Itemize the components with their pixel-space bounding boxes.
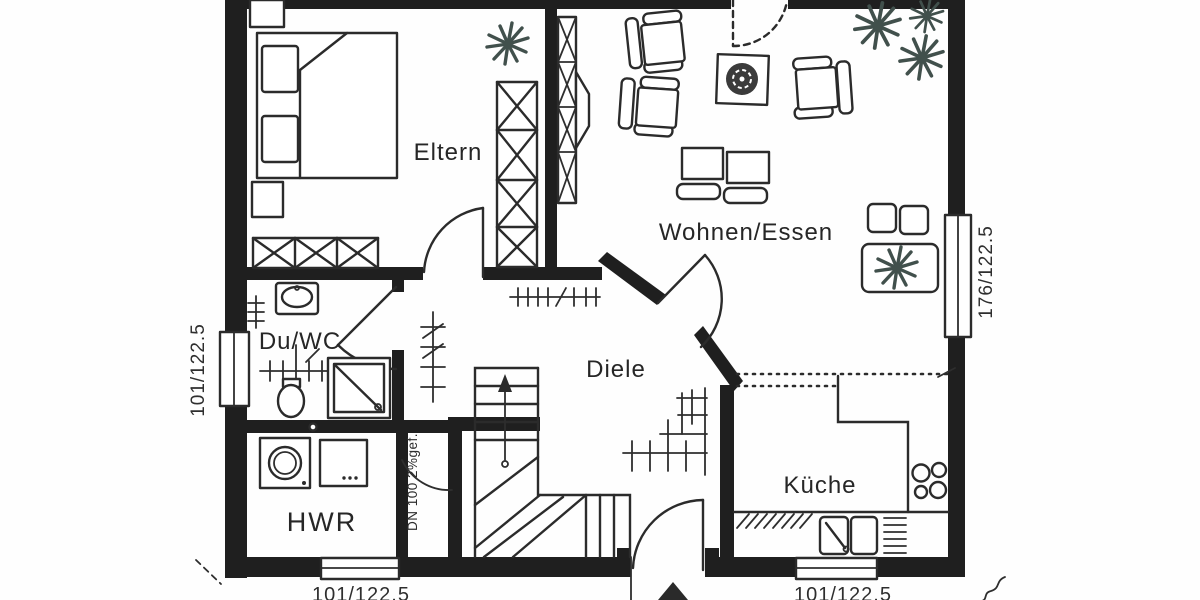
north-marker <box>658 582 688 600</box>
cooktop <box>911 461 948 500</box>
door-eltern <box>422 206 485 279</box>
furniture-hwr <box>258 436 369 490</box>
door-entrance <box>631 498 705 572</box>
sink <box>274 281 320 316</box>
break-squiggle <box>981 576 1006 600</box>
dimension-bottom-left-window: 101/122.5 <box>312 584 410 600</box>
window-right <box>943 213 973 339</box>
window-left <box>218 330 251 408</box>
dining-table-chairs <box>675 146 771 205</box>
furniture-kueche <box>732 372 950 556</box>
sideboard <box>860 242 940 294</box>
staircase <box>473 366 632 559</box>
armchair <box>617 75 680 138</box>
nightstand <box>250 180 285 219</box>
toilet <box>276 377 306 419</box>
radiator-symbol-diele <box>509 287 601 307</box>
plumbing-ticks-diele <box>420 311 446 403</box>
stair-direction-arrow <box>498 374 512 468</box>
door-wohnen-diagonal <box>656 253 723 349</box>
room-label-eltern: Eltern <box>414 139 483 166</box>
door-hwr-arc <box>401 459 453 491</box>
furniture-eltern <box>248 0 539 270</box>
pillow <box>260 114 300 164</box>
dryer-appliance <box>318 438 369 488</box>
dimension-tick <box>195 559 222 585</box>
room-label-kueche: Küche <box>783 472 856 499</box>
door-swing-arcs <box>336 0 789 572</box>
wall-duct-mark <box>308 422 318 432</box>
window-bottom-left <box>319 556 401 581</box>
plant-icon <box>485 21 530 66</box>
room-label-wohnen-essen: Wohnen/Essen <box>659 219 833 246</box>
stepped-pipe-symbol <box>622 387 708 476</box>
furniture-duwc <box>274 281 392 432</box>
kitchen-sink <box>818 515 879 556</box>
window-symbols <box>218 213 973 581</box>
armchair <box>624 9 686 74</box>
counter-outline <box>836 374 910 514</box>
plant-icon <box>853 1 902 50</box>
double-bed <box>255 31 399 180</box>
wardrobe-tall <box>495 80 539 269</box>
stove-fireplace <box>714 52 771 107</box>
dimension-tick <box>937 367 956 378</box>
room-label-du-wc: Du/WC <box>259 328 341 355</box>
armchair <box>792 55 854 120</box>
shelf-unit <box>556 15 591 205</box>
room-labels: Eltern Wohnen/Essen Du/WC Diele HWR Küch… <box>259 139 856 537</box>
dimension-annotations: 101/122.5 176/122.5 101/122.5 101/122.5 … <box>188 225 1006 600</box>
pillow <box>260 44 300 94</box>
walls <box>225 0 965 578</box>
plant-icon <box>898 34 945 81</box>
door-terrace-dashed <box>731 0 789 48</box>
dimension-right-window: 176/122.5 <box>976 225 997 319</box>
room-label-hwr: HWR <box>287 507 357 537</box>
dimension-bottom-right-window: 101/122.5 <box>794 584 892 600</box>
window-bottom-right <box>794 556 879 581</box>
chair <box>866 202 898 234</box>
nightstand <box>248 0 286 29</box>
door-du-wc <box>336 285 398 371</box>
drain-pipe-annotation: DN 100 2%gef. <box>405 433 420 531</box>
counter-hatching <box>736 513 907 554</box>
dimension-left-window: 101/122.5 <box>188 323 209 417</box>
chair <box>898 204 930 236</box>
wardrobe-low <box>251 236 380 270</box>
room-label-diele: Diele <box>586 356 646 383</box>
washing-machine <box>258 436 312 490</box>
furniture-wohnen <box>556 0 945 294</box>
shower <box>326 356 392 420</box>
